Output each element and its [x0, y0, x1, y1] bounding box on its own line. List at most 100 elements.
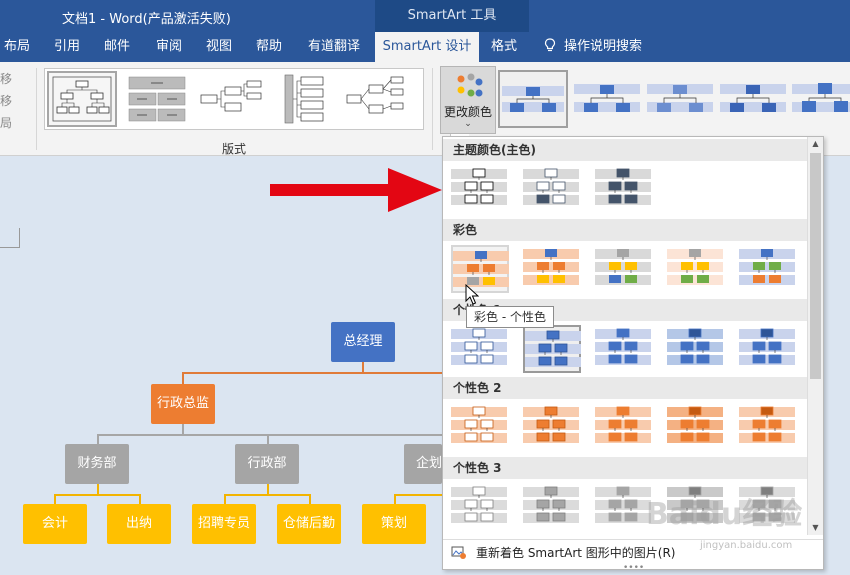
orgchart-node-logistics[interactable]: 仓储后勤	[277, 504, 341, 544]
dropdown-scrollbar[interactable]: ▲ ▼	[807, 137, 823, 535]
color-swatch-r3-c3[interactable]	[595, 325, 653, 373]
dropdown-scroll-thumb[interactable]	[810, 153, 821, 379]
connector-finance	[97, 434, 99, 444]
smartart-tools-header: SmartArt 工具	[375, 0, 529, 32]
page-corner-mark	[0, 228, 20, 248]
ribbon-stub-2[interactable]: 移	[0, 94, 13, 108]
ribbon-stub-3[interactable]: 局	[0, 116, 13, 130]
watermark-url: jingyan.baidu.com	[700, 540, 793, 551]
layout-radial-hierarchy[interactable]	[339, 71, 409, 127]
style-thumb-4[interactable]	[718, 70, 788, 128]
color-swatch-r4-c2[interactable]	[523, 403, 581, 451]
color-swatch-r4-c3[interactable]	[595, 403, 653, 451]
color-swatch-r3-c4[interactable]	[667, 325, 725, 373]
layouts-gallery: ▲ ▼ ▾	[44, 68, 469, 137]
color-swatch-r2-c3[interactable]	[595, 245, 653, 293]
color-swatch-r3-c2[interactable]	[523, 325, 581, 373]
tab-format[interactable]: 格式	[491, 39, 518, 54]
color-swatch-r5-c2[interactable]	[523, 483, 581, 531]
recolor-pictures-label: 重新着色 SmartArt 图形中的图片(R)	[476, 546, 676, 560]
orgchart-node-planning-dept[interactable]: 企划	[404, 444, 442, 484]
change-colors-label: 更改颜色	[443, 105, 492, 119]
recolor-pictures-menu-item[interactable]: 重新着色 SmartArt 图形中的图片(R)	[443, 539, 823, 563]
orgchart-node-recruiter[interactable]: 招聘专员	[192, 504, 256, 544]
svg-text:Baidu经验: Baidu经验	[646, 497, 802, 532]
color-swatch-r2-c1[interactable]	[451, 245, 509, 293]
tab-mailings[interactable]: 邮件	[104, 39, 131, 54]
tab-youdao-translate[interactable]: 有道翻译	[308, 39, 361, 54]
connector-finance-children	[54, 494, 140, 496]
swatch-tooltip: 彩色 - 个性色	[466, 306, 554, 328]
tell-me-label: 操作说明搜索	[564, 39, 643, 54]
color-swatch-r2-c5[interactable]	[739, 245, 797, 293]
orgchart-node-planner[interactable]: 策划	[362, 504, 426, 544]
dropdown-resize-grip-icon[interactable]: ••••	[623, 563, 645, 570]
section-accent-3: 个性色 3	[443, 457, 807, 479]
style-thumb-2[interactable]	[572, 70, 642, 128]
tab-help[interactable]: 帮助	[256, 39, 283, 54]
connector-accountant	[54, 494, 56, 504]
scroll-down-arrow-icon[interactable]: ▼	[812, 523, 819, 532]
change-colors-button[interactable]: 更改颜色 ⌄	[440, 66, 496, 134]
color-swatch-r3-c1[interactable]	[451, 325, 509, 373]
title-bar: 文档1 - Word(产品激活失败) SmartArt 工具	[0, 0, 850, 32]
connector-planner	[394, 494, 396, 504]
ribbon-tab-row: 布局 引用 邮件 审阅 视图 帮助 有道翻译 SmartArt 设计 格式 操作…	[0, 32, 850, 62]
layout-list-hierarchy[interactable]	[267, 71, 337, 127]
tab-references[interactable]: 引用	[54, 39, 81, 54]
section-theme-colors: 主题颜色(主色)	[443, 139, 807, 161]
tell-me-search[interactable]: 操作说明搜索	[544, 32, 642, 62]
red-arrow-icon	[270, 168, 442, 212]
color-swatch-r4-c1[interactable]	[451, 403, 509, 451]
color-swatch-r5-c1[interactable]	[451, 483, 509, 531]
ribbon-stub-1[interactable]: 移	[0, 72, 13, 86]
color-swatch-r4-c5[interactable]	[739, 403, 797, 451]
baidu-jingyan-watermark: Baidu经验	[646, 497, 802, 532]
change-colors-dropdown: 主题颜色(主色) 彩色 个性色 1 个性色 2 个性色 3 ▲ ▼ 重新着色 S…	[442, 136, 824, 570]
orgchart-node-admin-director[interactable]: 行政总监	[151, 384, 215, 424]
connector-finance-down	[97, 484, 99, 494]
tab-review[interactable]: 审阅	[156, 39, 183, 54]
connector-level1	[182, 372, 184, 384]
style-thumb-3[interactable]	[645, 70, 715, 128]
connector-recruiter	[224, 494, 226, 504]
color-swatch-r5-c3[interactable]	[595, 483, 653, 531]
orgchart-node-finance[interactable]: 财务部	[65, 444, 129, 484]
recolor-pictures-icon	[451, 546, 466, 559]
connector-level1-down	[182, 424, 184, 434]
layout-table-hierarchy[interactable]	[123, 71, 193, 127]
connector-level2-horizontal	[97, 434, 442, 436]
connector-root-horizontal	[182, 372, 444, 374]
section-colorful: 彩色	[443, 219, 807, 241]
layout-hierarchy-labeled[interactable]	[47, 71, 117, 127]
scroll-up-arrow-icon[interactable]: ▲	[812, 139, 819, 148]
tab-smartart-design[interactable]: SmartArt 设计	[375, 32, 479, 62]
orgchart-node-accountant[interactable]: 会计	[23, 504, 87, 544]
orgchart-node-root[interactable]: 总经理	[331, 322, 395, 362]
tab-layout[interactable]: 布局	[4, 39, 31, 54]
style-thumb-1[interactable]	[498, 70, 568, 128]
mouse-cursor-icon	[465, 284, 479, 305]
color-swatch-r1-c2[interactable]	[523, 165, 581, 213]
orgchart-node-cashier[interactable]: 出纳	[107, 504, 171, 544]
color-swatch-r5-c4[interactable]	[667, 483, 725, 531]
connector-admin-down	[267, 484, 269, 494]
color-swatch-r1-c1[interactable]	[451, 165, 509, 213]
connector-planning-children	[394, 494, 442, 496]
tab-view[interactable]: 视图	[206, 39, 233, 54]
connector-logistics	[309, 494, 311, 504]
color-swatch-r1-c3[interactable]	[595, 165, 653, 213]
chevron-down-icon: ⌄	[464, 119, 472, 129]
layout-horizontal-hierarchy[interactable]	[195, 71, 265, 127]
color-swatch-r5-c5[interactable]	[739, 483, 797, 531]
color-swatch-r2-c4[interactable]	[667, 245, 725, 293]
orgchart-node-admin-dept[interactable]: 行政部	[235, 444, 299, 484]
connector-root	[362, 362, 364, 372]
color-swatch-r4-c4[interactable]	[667, 403, 725, 451]
color-swatch-r2-c2[interactable]	[523, 245, 581, 293]
connector-cashier	[139, 494, 141, 504]
layouts-group-label: 版式	[222, 142, 247, 156]
color-swatch-r3-c5[interactable]	[739, 325, 797, 373]
connector-admin-children	[224, 494, 310, 496]
style-thumb-5[interactable]	[790, 70, 850, 128]
